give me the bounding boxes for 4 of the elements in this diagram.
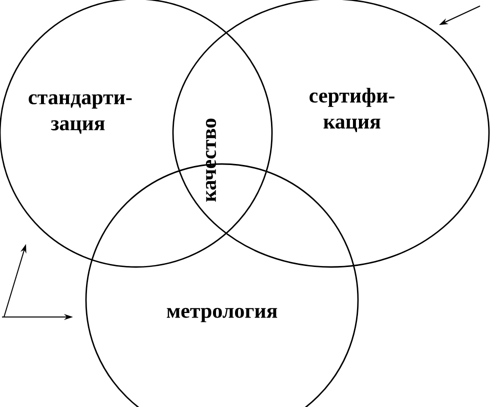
circle-label: метрология [166, 308, 278, 322]
circle-label: стандарти- зация [28, 94, 132, 134]
intersection-label: качество [206, 118, 216, 202]
circle-label: сертифи- кация [310, 88, 394, 132]
